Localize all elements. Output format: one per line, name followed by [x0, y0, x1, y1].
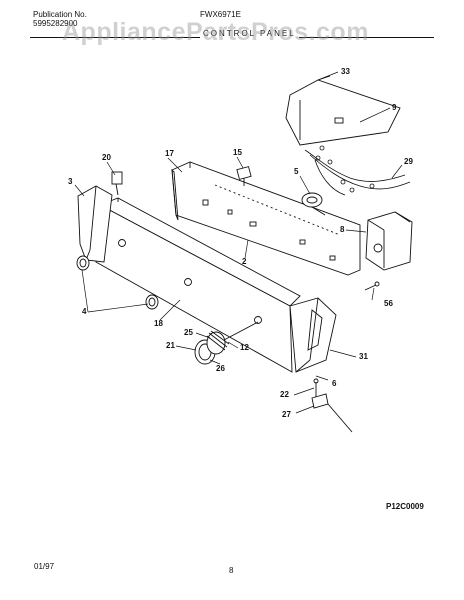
part-wire-harness [304, 145, 411, 196]
part-timer [365, 211, 413, 271]
callout-9: 9 [392, 103, 397, 112]
leader-lines [74, 71, 403, 414]
callout-17: 17 [165, 149, 174, 158]
part-screw-56 [364, 281, 380, 291]
callout-27: 27 [282, 410, 291, 419]
callout-6: 6 [332, 379, 337, 388]
callout-2: 2 [242, 257, 247, 266]
callout-22: 22 [280, 390, 289, 399]
part-pressure-switch [301, 192, 326, 216]
callout-12: 12 [240, 343, 249, 352]
callout-4: 4 [82, 307, 87, 316]
part-lid-switch [311, 378, 353, 433]
part-rear-cover [285, 75, 401, 146]
footer-date: 01/97 [34, 562, 55, 571]
section-title: CONTROL PANEL [200, 29, 299, 38]
callout-25: 25 [184, 328, 193, 337]
part-clip [111, 171, 123, 196]
callout-29: 29 [404, 157, 413, 166]
callout-33: 33 [341, 67, 350, 76]
callout-8: 8 [340, 225, 345, 234]
part-right-end-cap [289, 297, 337, 373]
watermark: AppliancePartsPros.com [62, 18, 369, 46]
callout-26: 26 [216, 364, 225, 373]
callout-31: 31 [359, 352, 368, 361]
callout-21: 21 [166, 341, 175, 350]
callout-18: 18 [154, 319, 163, 328]
model-number: FWX6971E [200, 10, 241, 19]
part-timer-knob [194, 330, 230, 365]
part-knob-left [76, 255, 90, 271]
page-number: 8 [229, 566, 234, 575]
callout-56: 56 [384, 299, 393, 308]
part-console-back [171, 161, 361, 276]
part-left-end-cap [77, 185, 113, 263]
publication-label: Publication No. [33, 10, 87, 19]
part-switch [236, 166, 252, 186]
callout-3: 3 [68, 177, 73, 186]
callout-15: 15 [233, 148, 242, 157]
part-shaft [223, 321, 259, 341]
publication-number: 5995282900 [33, 19, 78, 28]
diagram-code: P12C0009 [386, 502, 424, 511]
part-knob-mid [145, 294, 159, 310]
callout-5: 5 [294, 167, 299, 176]
callout-20: 20 [102, 153, 111, 162]
